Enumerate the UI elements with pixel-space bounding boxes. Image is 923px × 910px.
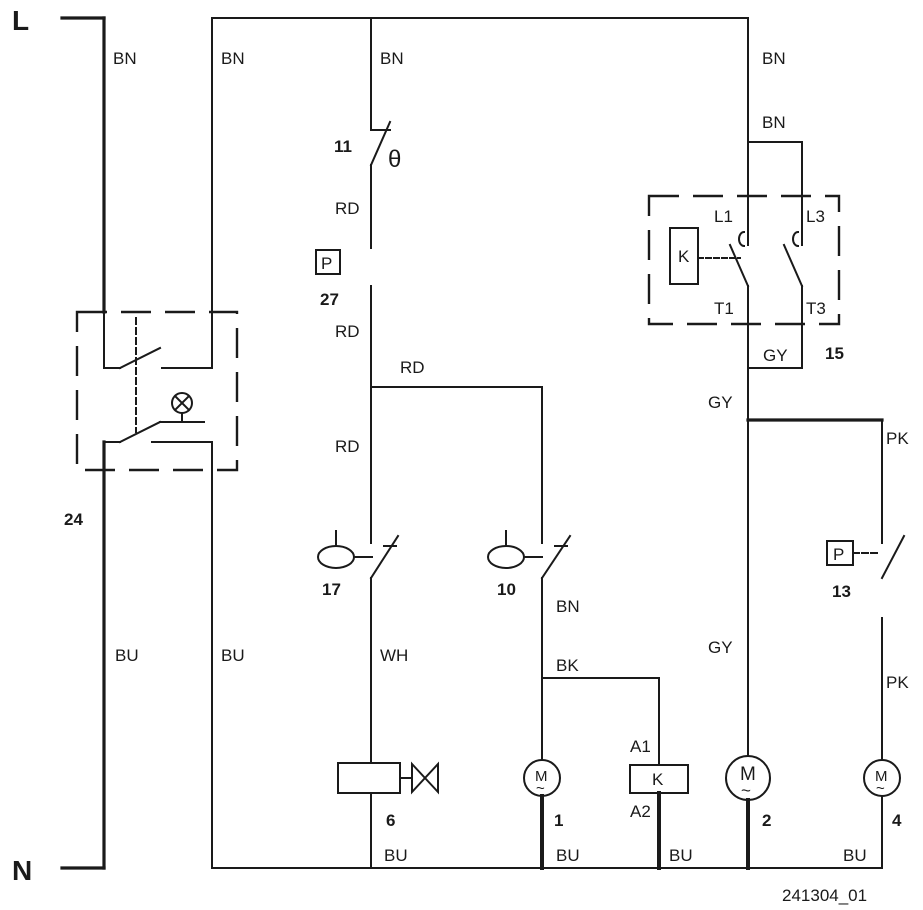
motor-4 <box>863 759 901 869</box>
component-number: 13 <box>832 582 851 601</box>
component-number: 27 <box>320 290 339 309</box>
wire-label-pk: PK <box>886 429 909 448</box>
ac-icon: ~ <box>876 780 885 797</box>
wire-label-gy: GY <box>763 346 788 365</box>
neutral-label: N <box>12 855 32 886</box>
component-number: 1 <box>554 811 563 830</box>
neutral-rail <box>60 440 106 870</box>
wire-label-rd: RD <box>335 322 360 341</box>
wire-label-gy: GY <box>708 638 733 657</box>
line-rail <box>60 16 106 314</box>
component-number: 11 <box>334 137 352 156</box>
pressure-symbol: P <box>321 254 332 273</box>
component-number: 2 <box>762 811 771 830</box>
top-bus-wire <box>211 17 749 313</box>
wire-label-bu: BU <box>221 646 245 665</box>
motor-icon: M <box>535 768 548 785</box>
terminal-label: T1 <box>714 299 734 318</box>
solenoid-valve-6 <box>337 761 439 869</box>
component-number: 24 <box>64 510 83 529</box>
indicator-lamp-icon <box>159 392 205 423</box>
pressure-switch-13 <box>826 419 906 761</box>
wire-label-gy: GY <box>708 393 733 412</box>
bottom-bus-wire <box>211 441 883 869</box>
wire-label-wh: WH <box>380 646 408 665</box>
component-number: 15 <box>825 344 844 363</box>
contactor-coil-symbol: K <box>652 770 664 789</box>
switch-24 <box>75 310 239 472</box>
relay-coil-symbol: K <box>678 247 690 266</box>
wire-label-bu: BU <box>669 846 693 865</box>
wire-label-bu: BU <box>384 846 408 865</box>
terminal-label: T3 <box>806 299 826 318</box>
wire-label-bu: BU <box>556 846 580 865</box>
component-number: 10 <box>497 580 516 599</box>
overload-relay-15 <box>647 141 841 421</box>
wire-label-bn: BN <box>556 597 580 616</box>
contactor-coil-k <box>629 677 689 870</box>
wire-label-bk: BK <box>556 656 579 675</box>
component-number: 4 <box>892 811 902 830</box>
drawing-id: 241304_01 <box>782 886 867 905</box>
terminal-label: L3 <box>806 207 825 226</box>
motor-1 <box>523 759 561 870</box>
motor-2 <box>725 419 771 870</box>
thermostat-11 <box>369 17 392 249</box>
wire-label-bn: BN <box>380 49 404 68</box>
wire-label-bn: BN <box>113 49 137 68</box>
component-number: 6 <box>386 811 395 830</box>
wire-label-bu: BU <box>843 846 867 865</box>
ac-icon: ~ <box>741 781 751 800</box>
motor-icon: M <box>740 764 756 785</box>
level-switch-17 <box>317 386 400 764</box>
level-switch-10 <box>487 386 572 761</box>
line-label: L <box>12 5 29 36</box>
wire-label-bn: BN <box>762 113 786 132</box>
wire-label-rd: RD <box>335 199 360 218</box>
wire-label-bn: BN <box>221 49 245 68</box>
pressure-switch-27 <box>315 249 372 388</box>
pressure-symbol: P <box>833 545 844 564</box>
terminal-label: L1 <box>714 207 733 226</box>
wire-label-rd: RD <box>400 358 425 377</box>
wire-label-rd: RD <box>335 437 360 456</box>
ac-icon: ~ <box>536 780 545 797</box>
theta-icon: θ <box>388 146 401 173</box>
motor-icon: M <box>875 768 888 785</box>
wire-label-bu: BU <box>115 646 139 665</box>
terminal-label: A2 <box>630 802 651 821</box>
component-number: 17 <box>322 580 341 599</box>
wire-label-bn: BN <box>762 49 786 68</box>
terminal-label: A1 <box>630 737 651 756</box>
wire-label-pk: PK <box>886 673 909 692</box>
